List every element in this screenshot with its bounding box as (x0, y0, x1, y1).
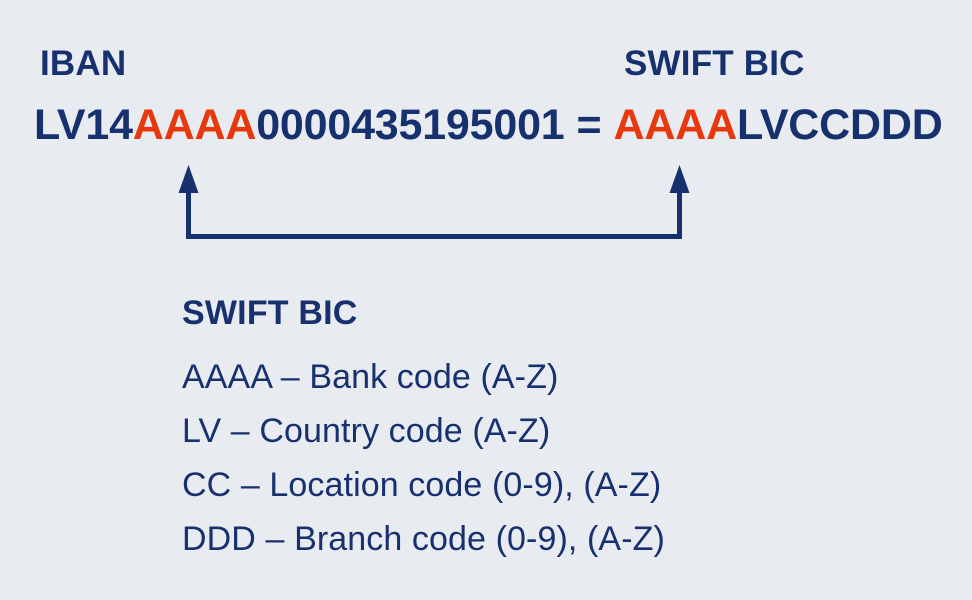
iban-prefix: LV14 (34, 101, 133, 149)
bic-remainder: LVCCDDD (736, 101, 943, 149)
connector-right-arrowhead (669, 165, 690, 193)
legend-row-location-code: CC – Location code (0-9), (A-Z) (182, 466, 662, 504)
iban-heading: IBAN (40, 44, 127, 83)
bank-code-link-connector (178, 165, 690, 239)
legend-row-country-code: LV – Country code (A-Z) (182, 412, 551, 450)
equals-sign: = (564, 101, 614, 149)
iban-bank-code: AAAA (132, 101, 257, 149)
bic-bank-code: AAAA (613, 101, 738, 149)
legend-row-branch-code: DDD – Branch code (0-9), (A-Z) (182, 520, 665, 558)
connector-left-arrowhead (178, 165, 199, 193)
legend-row-bank-code: AAAA – Bank code (A-Z) (182, 358, 559, 396)
swift-bic-legend: SWIFT BIC AAAA – Bank code (A-Z) LV – Co… (182, 296, 665, 566)
legend-title: SWIFT BIC (182, 294, 358, 332)
code-equivalence-line: LV14AAAA0000435195001 = AAAALVCCDDD (34, 104, 943, 147)
swift-bic-heading: SWIFT BIC (624, 44, 805, 83)
iban-account-number: 0000435195001 (256, 101, 565, 149)
